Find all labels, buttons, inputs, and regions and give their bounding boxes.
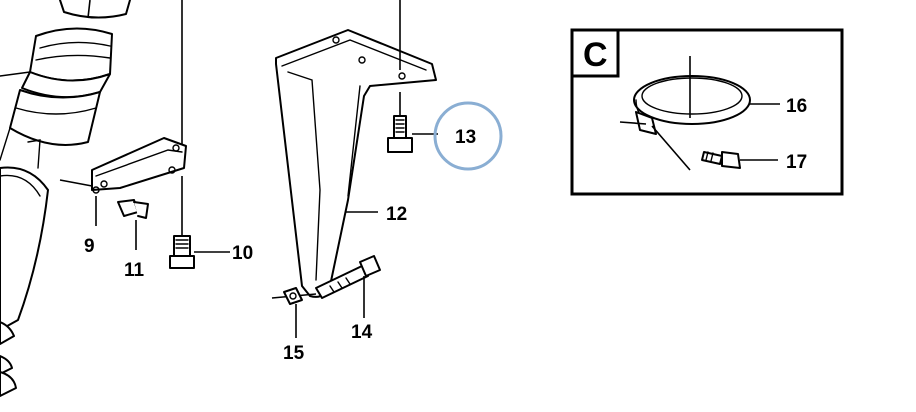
label-part-15: 15	[283, 343, 305, 364]
screw-part-13	[387, 92, 438, 153]
label-part-16: 16	[786, 96, 807, 117]
label-part-12: 12	[386, 204, 407, 225]
label-part-17: 17	[786, 152, 807, 173]
highlight-ring	[433, 101, 503, 171]
nut-part-15	[271, 287, 317, 338]
hose-clamp-part-16	[619, 56, 780, 135]
bolt-part-10	[169, 176, 230, 269]
bolt-part-14	[315, 255, 381, 318]
detail-tag-letter: C	[583, 36, 608, 74]
label-part-14: 14	[351, 322, 373, 343]
label-part-9: 9	[84, 236, 95, 257]
screw-part-17	[651, 125, 778, 171]
bracket-part-9	[59, 137, 187, 226]
label-part-11: 11	[124, 260, 145, 281]
label-part-10: 10	[232, 243, 253, 264]
label-part-13[interactable]: 13	[455, 127, 476, 148]
detail-view-c: C	[570, 28, 844, 196]
bolt-part-11	[117, 199, 149, 250]
air-hose-assembly	[0, 0, 183, 397]
